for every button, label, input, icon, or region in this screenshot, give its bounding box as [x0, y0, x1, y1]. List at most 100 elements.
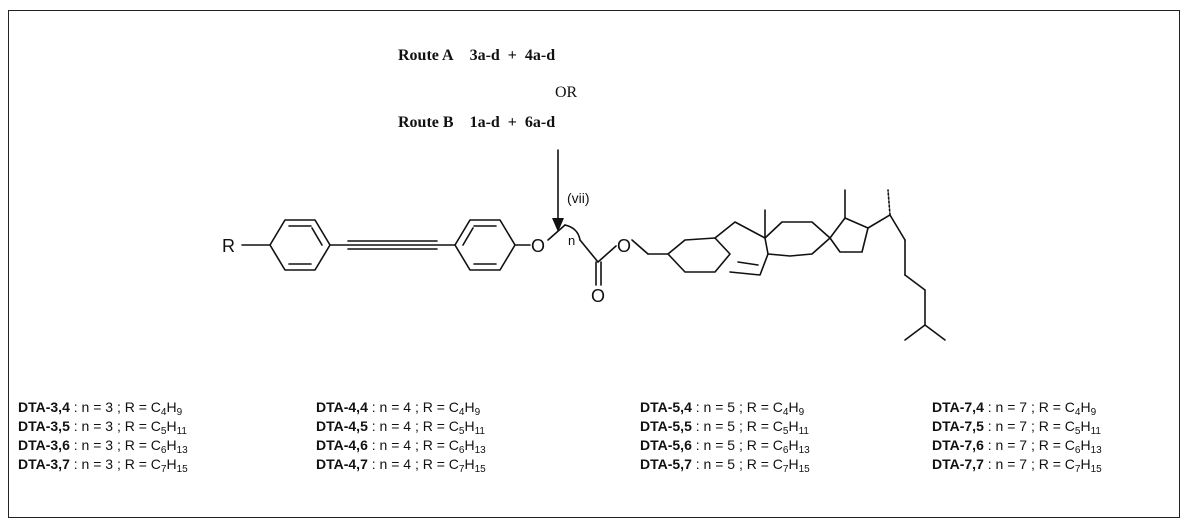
compound-code: DTA-5,4 — [640, 399, 692, 415]
route-b-label: Route B — [398, 114, 454, 131]
spacer-length: n = 5 — [703, 399, 736, 415]
r-hydrogen-count: 15 — [474, 464, 486, 475]
r-carbon-count: 5 — [458, 426, 465, 437]
r-hydrogen: H — [788, 399, 799, 415]
r-carbon: C — [772, 418, 783, 434]
spacer-length: n = 3 — [81, 437, 114, 453]
r-carbon-count: 7 — [160, 464, 167, 475]
compound-code: DTA-5,6 — [640, 437, 692, 453]
compound-entry: DTA-5,7 : n = 5 ; R = C7H15 — [640, 456, 810, 475]
r-hydrogen-count: 9 — [176, 407, 183, 418]
r-hydrogen: H — [464, 456, 475, 472]
compound-entry: DTA-4,4 : n = 4 ; R = C4H9 — [316, 399, 481, 418]
spacer-length: n = 5 — [703, 456, 736, 472]
compound-code: DTA-7,6 — [932, 437, 984, 453]
steroid-ring-c — [764, 221, 831, 257]
compound-entry: DTA-3,5 : n = 3 ; R = C5H11 — [18, 418, 187, 437]
r-hydrogen-count: 9 — [798, 407, 805, 418]
compound-entry: DTA-3,6 : n = 3 ; R = C6H13 — [18, 437, 188, 456]
spacer-chain — [547, 224, 566, 241]
r-hydrogen: H — [1080, 418, 1091, 434]
r-hydrogen-count: 13 — [1090, 445, 1102, 456]
r-hydrogen-count: 13 — [176, 445, 188, 456]
r-hydrogen: H — [1080, 437, 1091, 453]
spacer-length: n = 5 — [703, 418, 736, 434]
compound-code: DTA-4,6 — [316, 437, 368, 453]
r-hydrogen: H — [788, 437, 799, 453]
compound-code: DTA-3,5 — [18, 418, 70, 434]
reaction-conditions: (vii) — [567, 190, 590, 206]
r-carbon-count: 6 — [458, 445, 465, 456]
r-hydrogen: H — [464, 399, 475, 415]
side-chain — [867, 214, 891, 229]
r-carbon-count: 5 — [1074, 426, 1081, 437]
carbonyl-oxygen: O — [591, 286, 605, 306]
r-carbon: C — [772, 456, 783, 472]
compound-entry: DTA-4,7 : n = 4 ; R = C7H15 — [316, 456, 486, 475]
r-carbon: C — [1064, 456, 1075, 472]
spacer-length: n = 4 — [379, 399, 412, 415]
route-a-label: Route A — [398, 47, 454, 64]
compound-entry: DTA-3,4 : n = 3 ; R = C4H9 — [18, 399, 183, 418]
r-carbon-count: 7 — [1074, 464, 1081, 475]
r-carbon: C — [448, 418, 459, 434]
r-hydrogen: H — [166, 399, 177, 415]
r-hydrogen: H — [166, 418, 177, 434]
r-hydrogen-count: 11 — [474, 426, 485, 437]
spacer-length: n = 4 — [379, 418, 412, 434]
r-carbon-count: 7 — [782, 464, 789, 475]
compound-code: DTA-5,5 — [640, 418, 692, 434]
compound-entry: DTA-4,6 : n = 4 ; R = C6H13 — [316, 437, 486, 456]
r-carbon: C — [150, 456, 161, 472]
r-carbon: C — [150, 399, 161, 415]
r-carbon-count: 4 — [1074, 407, 1081, 418]
r-hydrogen-count: 15 — [176, 464, 188, 475]
route-a-reagents: 3a-d + 4a-d — [469, 47, 556, 64]
r-hydrogen-count: 15 — [1090, 464, 1102, 475]
r-carbon: C — [1064, 418, 1075, 434]
compound-entry: DTA-5,5 : n = 5 ; R = C5H11 — [640, 418, 809, 437]
r-hydrogen-count: 9 — [474, 407, 481, 418]
r-hydrogen: H — [788, 456, 799, 472]
r-carbon: C — [448, 456, 459, 472]
r-hydrogen-count: 13 — [798, 445, 810, 456]
spacer-length: n = 3 — [81, 418, 114, 434]
r-carbon: C — [150, 437, 161, 453]
scheme-frame — [8, 10, 1180, 518]
r-hydrogen: H — [464, 437, 475, 453]
r-carbon-count: 5 — [160, 426, 167, 437]
r-carbon: C — [150, 418, 161, 434]
compound-entry: DTA-5,6 : n = 5 ; R = C6H13 — [640, 437, 810, 456]
r-hydrogen-count: 11 — [1090, 426, 1101, 437]
r-hydrogen: H — [464, 418, 475, 434]
r-hydrogen-count: 15 — [798, 464, 810, 475]
r-carbon-count: 6 — [1074, 445, 1081, 456]
spacer-length: n = 5 — [703, 437, 736, 453]
r-carbon: C — [772, 437, 783, 453]
ether-oxygen: O — [531, 236, 545, 256]
compound-entry: DTA-7,7 : n = 7 ; R = C7H15 — [932, 456, 1102, 475]
spacer-length: n = 7 — [995, 456, 1028, 472]
route-b-line: Route B 1a-d + 6a-d — [398, 114, 555, 132]
compound-code: DTA-4,4 — [316, 399, 368, 415]
spacer-length: n = 3 — [81, 399, 114, 415]
steroid-ring-d — [829, 217, 869, 253]
compound-code: DTA-4,7 — [316, 456, 368, 472]
r-carbon: C — [1064, 399, 1075, 415]
r-carbon-count: 4 — [160, 407, 167, 418]
compound-entry: DTA-4,5 : n = 4 ; R = C5H11 — [316, 418, 485, 437]
ester-oxygen: O — [617, 236, 631, 256]
spacer-length: n = 4 — [379, 456, 412, 472]
compound-entry: DTA-7,4 : n = 7 ; R = C4H9 — [932, 399, 1097, 418]
compound-code: DTA-3,6 — [18, 437, 70, 453]
r-hydrogen: H — [1080, 456, 1091, 472]
spacer-length: n = 3 — [81, 456, 114, 472]
benzene-ring-1 — [269, 219, 331, 271]
reaction-arrow-head — [552, 218, 564, 232]
steroid-ring-a — [667, 237, 731, 273]
